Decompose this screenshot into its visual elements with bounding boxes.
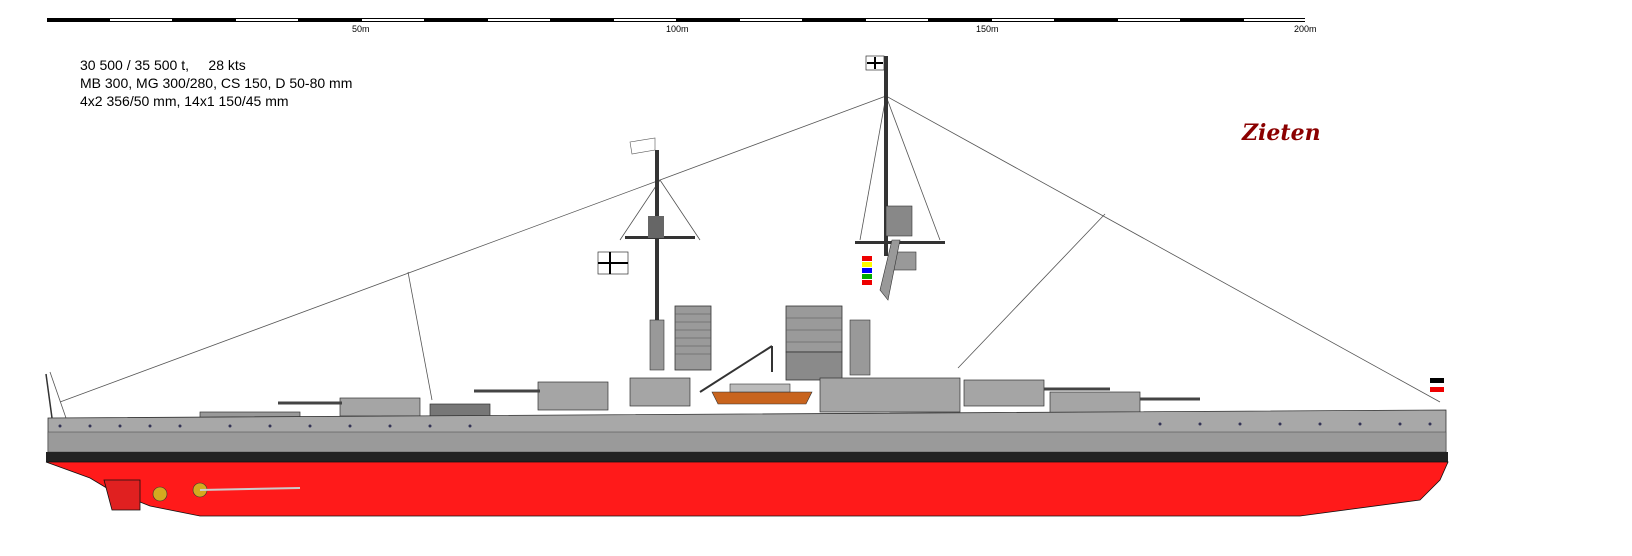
ship-boat	[711, 383, 813, 405]
funnels	[674, 305, 843, 381]
aft-mast	[625, 150, 695, 371]
rigging-lines	[49, 95, 1441, 419]
ensign-flag-icon	[597, 55, 1444, 392]
scale-bar-icon	[47, 18, 1305, 22]
scale-label-200m: 200m	[1294, 24, 1317, 34]
bow-staff	[45, 373, 53, 419]
hull-boot-stripe	[46, 452, 1448, 462]
main-mast	[849, 56, 945, 376]
spec-armor: MB 300, MG 300/280, CS 150, D 50-80 mm	[80, 75, 353, 91]
superstructure	[199, 377, 1141, 419]
scale-label-100m: 100m	[666, 24, 689, 34]
spec-displacement-speed: 30 500 / 35 500 t, 28 kts	[80, 57, 246, 73]
signal-flags-icon	[862, 256, 872, 285]
hull-portholes	[58, 422, 1432, 428]
hull-red-underwater	[45, 461, 1449, 517]
main-gun-barrels	[278, 387, 1200, 405]
spec-armament: 4x2 356/50 mm, 14x1 150/45 mm	[80, 93, 289, 109]
scale-label-150m: 150m	[976, 24, 999, 34]
hull-deck	[47, 431, 1447, 453]
propeller-icon	[103, 479, 301, 511]
scale-label-50m: 50m	[352, 24, 370, 34]
ship-name: Zieten	[1242, 120, 1321, 146]
boat-crane	[699, 345, 773, 393]
